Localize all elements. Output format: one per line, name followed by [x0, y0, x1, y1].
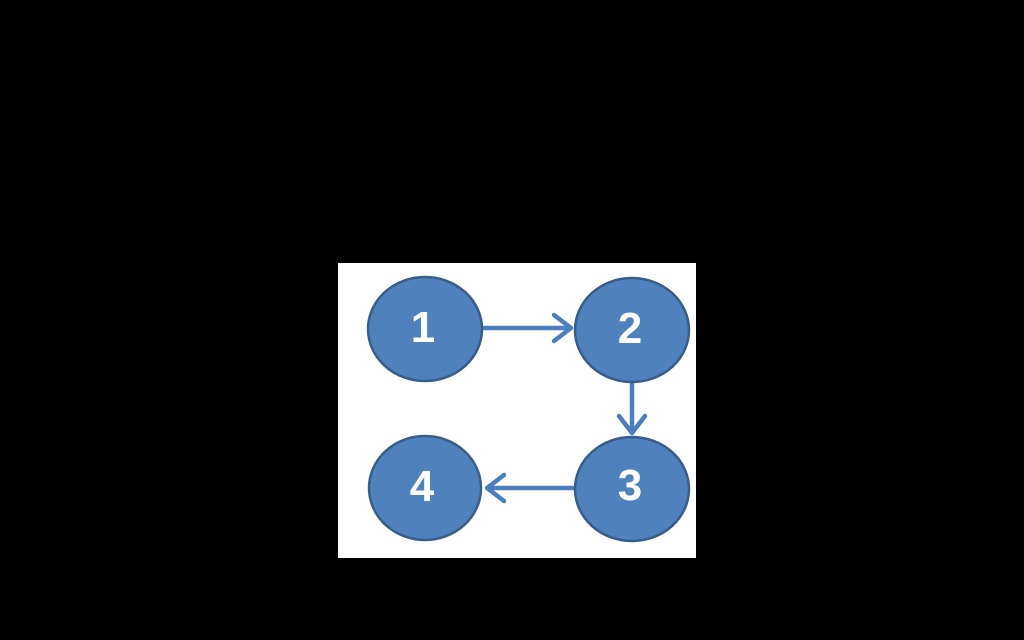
diagram-panel: 1 2 3 4 — [338, 263, 696, 558]
edge-2-to-3-arrowhead-icon — [616, 413, 648, 436]
node-1: 1 — [366, 275, 484, 383]
node-4-circle — [367, 434, 483, 542]
edge-3-to-4-arrowhead-icon — [484, 472, 507, 504]
edge-2-to-3 — [616, 381, 648, 436]
node-3: 3 — [573, 435, 691, 543]
node-2: 2 — [573, 276, 691, 384]
node-2-circle — [573, 276, 691, 384]
node-1-label: 1 — [411, 303, 435, 352]
edge-1-to-2 — [481, 312, 574, 344]
node-3-circle — [573, 435, 691, 543]
node-1-circle — [366, 275, 484, 383]
edge-1-to-2-arrowhead-icon — [551, 312, 574, 344]
node-3-label: 3 — [618, 461, 642, 510]
node-4: 4 — [367, 434, 483, 542]
edge-3-to-4 — [484, 472, 576, 504]
node-2-label: 2 — [618, 304, 642, 353]
flow-diagram: 1 2 3 4 — [366, 275, 691, 543]
node-4-label: 4 — [410, 462, 435, 511]
